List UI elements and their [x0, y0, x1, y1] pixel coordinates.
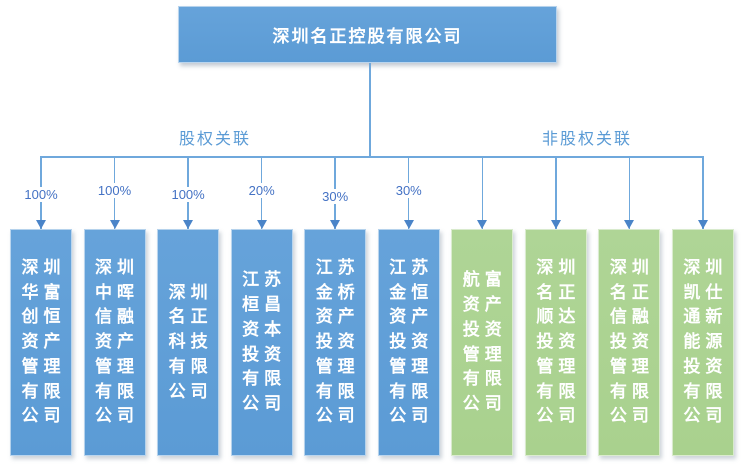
company-name: 深圳 名正 顺达 投资 管理 有限 公司	[536, 257, 581, 426]
company-box: 深圳 名正 信融 投资 管理 有限 公司	[598, 229, 661, 456]
ownership-percentage: 100%	[96, 183, 133, 198]
connector-arrow	[702, 156, 704, 229]
company-box: 深圳 华富 创恒 资产 管理 有限 公司	[10, 229, 72, 456]
company-name: 深圳 名正 科技 有限 公司	[168, 282, 213, 401]
company-name: 江苏 金桥 资产 投资 管理 有限 公司	[315, 257, 360, 426]
ownership-percentage: 100%	[170, 187, 206, 202]
company-name: 深圳 中晖 信融 资产 管理 有限 公司	[95, 257, 140, 426]
connector-arrow	[555, 156, 557, 229]
company-name: 深圳 华富 创恒 资产 管理 有限 公司	[21, 257, 66, 426]
company-box: 深圳 中晖 信融 资产 管理 有限 公司	[83, 229, 146, 456]
company-column-4: 20% 江苏 桓昌 资本 投资 有限 公司	[230, 156, 293, 458]
company-name: 江苏 桓昌 资本 投资 有限 公司	[242, 270, 287, 414]
branch-rail-line	[41, 156, 703, 158]
equity-branch-label: 股权关联	[175, 125, 255, 149]
ownership-percentage: 30%	[321, 189, 350, 204]
ownership-percentage: 30%	[394, 183, 423, 198]
company-box: 深圳 名正 顺达 投资 管理 有限 公司	[524, 229, 587, 456]
company-column-1: 100% 深圳 华富 创恒 资产 管理 有限 公司	[10, 156, 72, 458]
company-name: 深圳 名正 信融 投资 管理 有限 公司	[609, 257, 654, 426]
root-connector-line	[369, 63, 371, 156]
ownership-percentage: 100%	[23, 187, 59, 202]
company-name: 江苏 金恒 资产 投资 管理 有限 公司	[389, 257, 434, 426]
connector-arrow	[481, 156, 484, 229]
company-box: 江苏 桓昌 资本 投资 有限 公司	[230, 229, 293, 456]
root-company-name: 深圳名正控股有限公司	[272, 27, 463, 46]
company-column-2: 100% 深圳 中晖 信融 资产 管理 有限 公司	[83, 156, 146, 458]
company-box: 江苏 金桥 资产 投资 管理 有限 公司	[304, 229, 367, 456]
company-box: 深圳 凯仕 通新 能源 投资 有限 公司	[671, 229, 734, 456]
company-column-6: 30% 江苏 金恒 资产 投资 管理 有限 公司	[377, 156, 440, 458]
company-name: 深圳 凯仕 通新 能源 投资 有限 公司	[683, 257, 728, 426]
company-box: 深圳 名正 科技 有限 公司	[157, 229, 220, 456]
company-column-3: 100% 深圳 名正 科技 有限 公司	[157, 156, 220, 458]
company-column-7: 航富 资产 投资 管理 有限 公司	[451, 156, 514, 458]
company-box: 航富 资产 投资 管理 有限 公司	[451, 229, 514, 456]
ownership-percentage: 20%	[247, 183, 276, 198]
company-box: 江苏 金恒 资产 投资 管理 有限 公司	[377, 229, 440, 456]
root-company-box: 深圳名正控股有限公司	[178, 6, 557, 63]
connector-arrow	[628, 156, 631, 229]
company-column-8: 深圳 名正 顺达 投资 管理 有限 公司	[524, 156, 587, 458]
company-columns: 100% 深圳 华富 创恒 资产 管理 有限 公司 100% 深圳 中晖 信融 …	[10, 156, 734, 458]
non-equity-branch-label: 非股权关联	[538, 125, 636, 149]
company-column-5: 30% 江苏 金桥 资产 投资 管理 有限 公司	[304, 156, 367, 458]
company-column-9: 深圳 名正 信融 投资 管理 有限 公司	[598, 156, 661, 458]
company-name: 航富 资产 投资 管理 有限 公司	[462, 270, 507, 414]
company-column-10: 深圳 凯仕 通新 能源 投资 有限 公司	[671, 156, 734, 458]
